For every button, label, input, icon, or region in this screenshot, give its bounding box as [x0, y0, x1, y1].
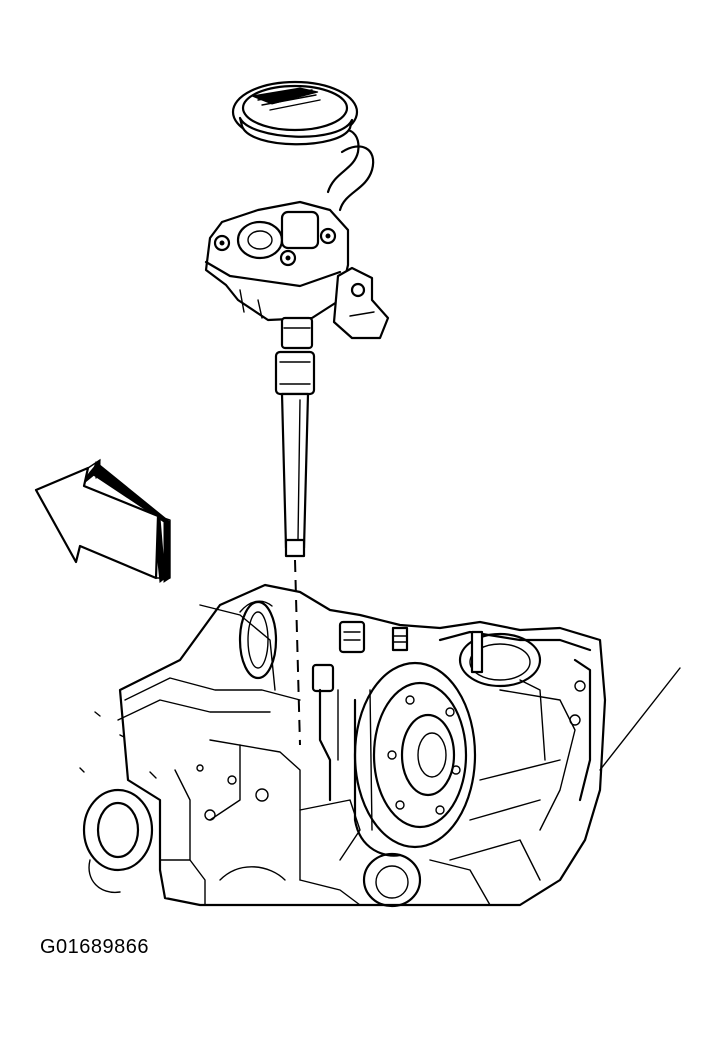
oil-pump-drive-shaft	[274, 350, 316, 558]
figure-id-label: G01689866	[40, 936, 150, 958]
oil-pump-assembly	[204, 80, 390, 350]
front-direction-arrow-icon	[34, 458, 171, 583]
alignment-dashed-line	[294, 559, 301, 746]
engine-block	[79, 583, 681, 908]
